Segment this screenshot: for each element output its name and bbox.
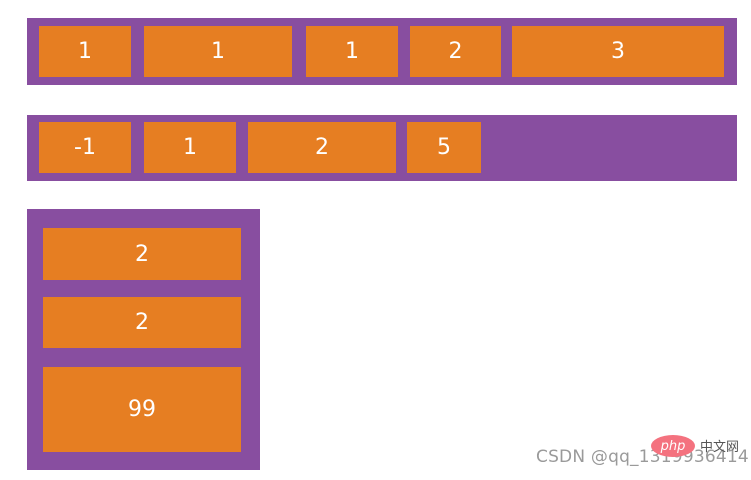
flex-container-column: 2 2 99 [27, 209, 260, 470]
php-logo: php [651, 434, 697, 458]
flex-item: 3 [512, 26, 724, 77]
flex-item: 1 [306, 26, 398, 77]
flex-item: 1 [144, 122, 236, 173]
flex-container-row-2: -1 1 2 5 [27, 115, 737, 181]
flex-item: -1 [39, 122, 131, 173]
php-logo-label: 中文网 [700, 440, 740, 455]
csdn-watermark: CSDN @qq_1319936414 [536, 447, 749, 467]
flex-item: 1 [144, 26, 292, 77]
flex-item: 99 [43, 367, 241, 452]
php-logo-icon: php [651, 435, 695, 457]
flex-item: 2 [43, 228, 241, 280]
flex-item: 1 [39, 26, 131, 77]
flex-item: 2 [410, 26, 501, 77]
flex-item: 2 [248, 122, 396, 173]
flex-container-row-1: 1 1 1 2 3 [27, 18, 737, 85]
flex-item: 2 [43, 297, 241, 348]
flex-item: 5 [407, 122, 481, 173]
